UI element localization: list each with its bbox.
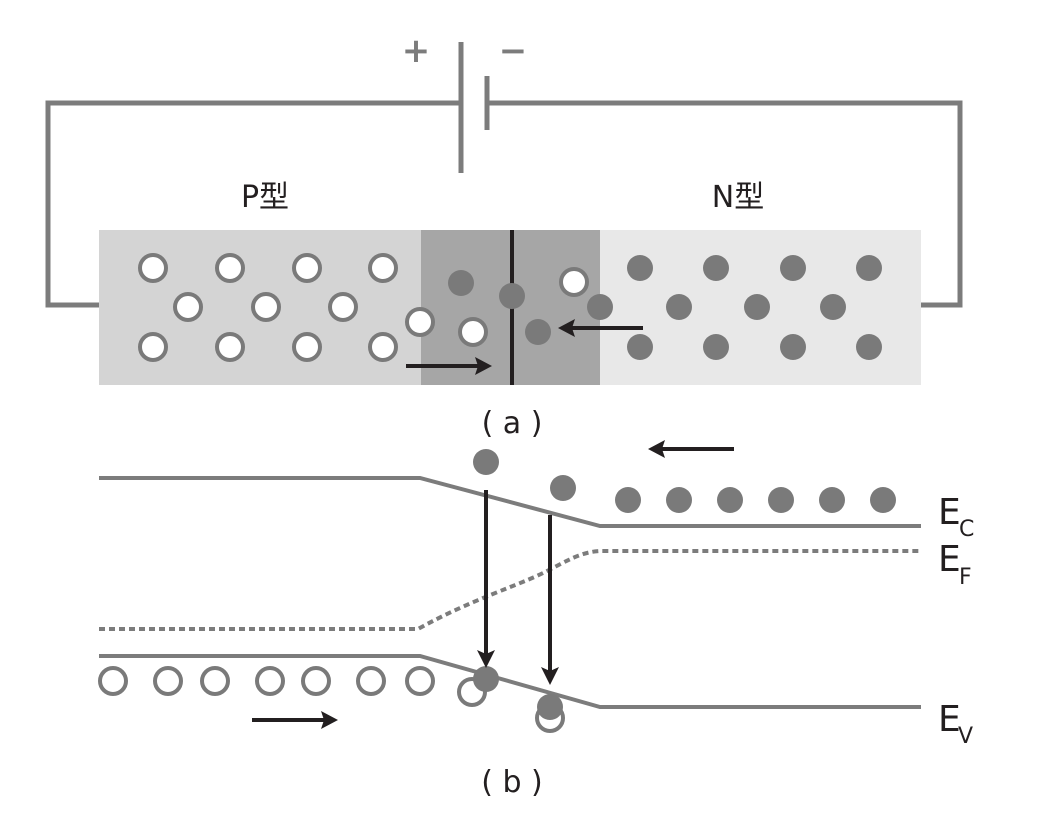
hole-carrier xyxy=(368,332,398,362)
hole-carrier xyxy=(215,332,245,362)
recombination-arrow-1 xyxy=(477,490,495,668)
electron-carrier xyxy=(819,487,845,513)
hole-carrier xyxy=(328,292,358,322)
circuit-wire-right xyxy=(487,100,963,308)
battery-plus-label: + xyxy=(402,31,431,71)
hole-carrier xyxy=(368,253,398,283)
hole-carrier xyxy=(215,253,245,283)
electron-carrier xyxy=(744,294,770,320)
electron-carrier xyxy=(820,294,846,320)
conduction-band-line xyxy=(99,476,921,528)
ev-label: E V xyxy=(938,699,973,749)
electron-carrier xyxy=(768,487,794,513)
p-type-label: P型 xyxy=(241,180,289,215)
hole-carrier xyxy=(138,332,168,362)
electron-carrier xyxy=(703,334,729,360)
electron-carrier xyxy=(666,294,692,320)
valence-band-line xyxy=(99,654,921,709)
caption-b: ( b ) xyxy=(481,765,543,800)
electron-carrier xyxy=(499,283,525,309)
hole-carrier xyxy=(255,666,285,696)
hole-carrier xyxy=(301,666,331,696)
svg-text:E: E xyxy=(938,539,961,580)
caption-a: ( a ) xyxy=(482,406,543,441)
hole-carrier xyxy=(153,666,183,696)
ec-label: E C xyxy=(938,492,974,542)
battery-minus-label: − xyxy=(499,31,528,71)
hole-flow-arrow-b xyxy=(252,711,338,729)
hole-carrier xyxy=(200,666,230,696)
panel-b: E C E F E V ( b ) xyxy=(98,440,974,800)
electron-carrier xyxy=(856,255,882,281)
hole-carrier xyxy=(98,666,128,696)
circuit-wire-left xyxy=(45,100,461,308)
hole-carrier xyxy=(292,253,322,283)
electrons-group-a xyxy=(448,255,882,360)
svg-text:F: F xyxy=(959,565,972,590)
hole-carrier xyxy=(559,267,589,297)
electron-carrier xyxy=(666,487,692,513)
svg-text:E: E xyxy=(938,699,961,740)
recombination-arrow-2 xyxy=(541,515,559,685)
electron-carrier xyxy=(473,449,499,475)
fermi-level-line xyxy=(99,549,921,631)
electron-carrier xyxy=(870,487,896,513)
electron-carrier xyxy=(550,475,576,501)
electron-carrier xyxy=(627,334,653,360)
electron-carrier xyxy=(627,255,653,281)
hole-carrier xyxy=(292,332,322,362)
electron-flow-arrow-b xyxy=(648,440,734,458)
hole-carrier xyxy=(356,666,386,696)
electron-carrier xyxy=(703,255,729,281)
electron-carrier xyxy=(780,255,806,281)
ef-label: E F xyxy=(938,539,972,590)
svg-text:V: V xyxy=(958,724,973,749)
electrons-group-b xyxy=(473,449,896,720)
electron-carrier xyxy=(717,487,743,513)
hole-carrier xyxy=(458,317,488,347)
electron-carrier xyxy=(615,487,641,513)
hole-carrier xyxy=(138,253,168,283)
electron-carrier xyxy=(473,666,499,692)
hole-carrier xyxy=(405,666,435,696)
hole-drift-arrow-a xyxy=(406,357,492,375)
electron-carrier xyxy=(448,270,474,296)
electron-carrier xyxy=(587,294,613,320)
electron-carrier xyxy=(856,334,882,360)
electron-carrier xyxy=(525,319,551,345)
electron-drift-arrow-a xyxy=(558,319,643,337)
n-type-label: N型 xyxy=(712,180,764,215)
hole-carrier xyxy=(173,292,203,322)
svg-text:E: E xyxy=(938,492,961,533)
electron-carrier xyxy=(537,694,563,720)
panel-a: + − P型 N型 ( a ) xyxy=(45,31,963,441)
holes-group-a xyxy=(138,253,589,362)
electron-carrier xyxy=(780,334,806,360)
hole-carrier xyxy=(251,292,281,322)
svg-text:C: C xyxy=(959,517,974,542)
hole-carrier xyxy=(405,307,435,337)
